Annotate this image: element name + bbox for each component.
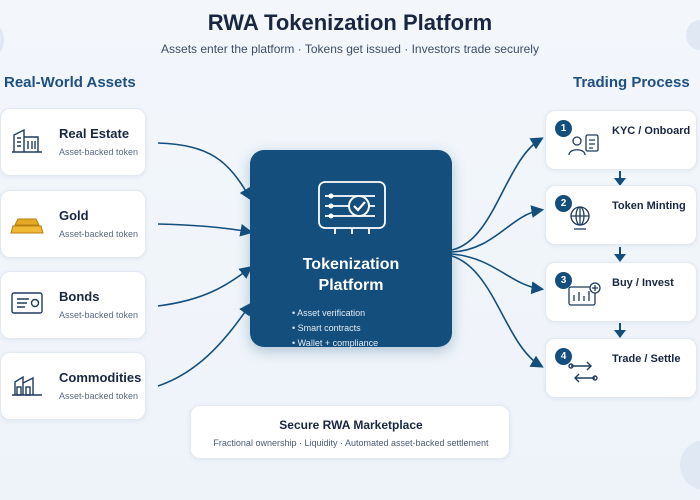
hub-title: Tokenization Platform <box>250 254 452 296</box>
step-label: Buy / Invest <box>612 277 674 289</box>
marketplace-title: Secure RWA Marketplace <box>279 418 423 432</box>
step-card-token-minting[interactable]: 2 Token Minting <box>545 185 697 245</box>
background-blob-right <box>686 20 700 50</box>
step-label: KYC / Onboard <box>612 125 691 137</box>
connector-real-estate <box>157 142 252 201</box>
warehouse-icon <box>12 375 42 396</box>
globe-coin-icon <box>570 206 590 230</box>
step-card-kyc[interactable]: 1 KYC / Onboard <box>545 110 697 170</box>
hub-title-line-2: Platform <box>318 277 384 294</box>
step-card-buy-invest[interactable]: 3 Buy / Invest <box>545 262 697 322</box>
tokenization-platform-hub[interactable]: Tokenization Platform • Asset verificati… <box>250 150 452 348</box>
connector-step-4 <box>451 255 544 368</box>
marketplace-card[interactable]: Secure RWA Marketplace Fractional owners… <box>190 405 510 459</box>
user-document-icon <box>568 134 599 156</box>
hub-title-line-1: Tokenization <box>302 256 400 273</box>
background-blob-bottom-right <box>680 440 700 490</box>
step-number-badge: 3 <box>555 272 572 289</box>
process-section-title: Trading Process <box>573 74 690 91</box>
asset-card-real-estate[interactable]: Real Estate Asset-backed token <box>0 108 146 176</box>
asset-name: Bonds <box>59 289 100 304</box>
connector-commodities <box>157 302 252 387</box>
hub-feature: • Smart contracts <box>292 323 361 333</box>
gold-bars-icon <box>10 218 44 234</box>
hub-feature: • Wallet + compliance <box>292 338 379 348</box>
asset-subtitle: Asset-backed token <box>59 391 139 401</box>
hub-feature: • Asset verification <box>292 308 366 318</box>
arrow-down-icon <box>614 171 626 186</box>
connector-step-1 <box>451 137 544 251</box>
connector-step-2 <box>451 205 545 253</box>
hub-feature-list: • Asset verification • Smart contracts •… <box>292 306 378 351</box>
connector-gold <box>157 223 254 237</box>
asset-name: Commodities <box>59 370 142 385</box>
asset-name: Real Estate <box>59 126 130 141</box>
connector-step-3 <box>451 253 545 295</box>
building-icon <box>12 128 42 153</box>
swap-arrows-icon <box>568 361 598 383</box>
step-label: Token Minting <box>612 200 686 212</box>
assets-section-title: Real-World Assets <box>4 74 136 91</box>
asset-name: Gold <box>59 208 89 223</box>
marketplace-subtitle: Fractional ownership · Liquidity · Autom… <box>213 438 489 448</box>
arrow-down-icon <box>614 247 626 262</box>
chip-check-icon <box>318 181 386 234</box>
asset-card-bonds[interactable]: Bonds Asset-backed token <box>0 271 146 339</box>
step-label: Trade / Settle <box>612 353 681 365</box>
step-card-trade-settle[interactable]: 4 Trade / Settle <box>545 338 697 398</box>
page-subtitle: Assets enter the platform · Tokens get i… <box>161 42 539 56</box>
chart-plus-icon <box>568 282 601 306</box>
step-number-badge: 4 <box>555 348 572 365</box>
step-number-badge: 2 <box>555 195 572 212</box>
asset-card-commodities[interactable]: Commodities Asset-backed token <box>0 352 146 420</box>
arrow-down-icon <box>614 323 626 338</box>
asset-card-gold[interactable]: Gold Asset-backed token <box>0 190 146 258</box>
asset-subtitle: Asset-backed token <box>59 147 139 157</box>
page-title: RWA Tokenization Platform <box>207 10 493 35</box>
background-blob-left <box>0 24 4 56</box>
asset-subtitle: Asset-backed token <box>59 310 139 320</box>
step-number-badge: 1 <box>555 120 572 137</box>
asset-subtitle: Asset-backed token <box>59 229 139 239</box>
certificate-icon <box>11 292 43 314</box>
connector-bonds <box>157 266 253 307</box>
